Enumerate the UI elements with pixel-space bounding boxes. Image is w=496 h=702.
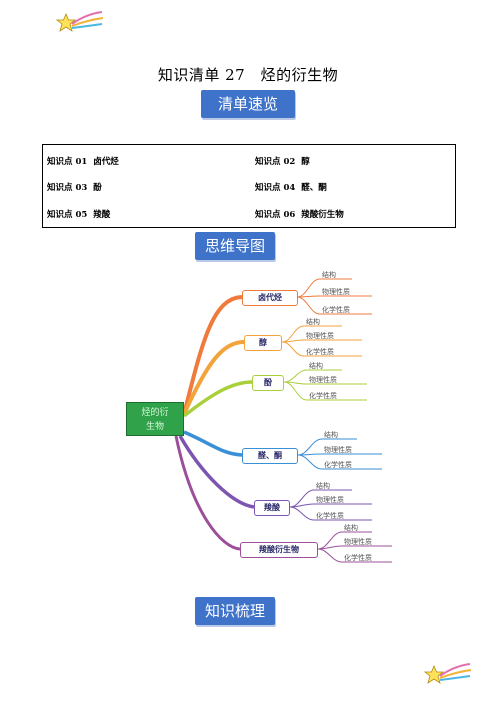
table-row: 知识点 06 羧酸衍生物 <box>255 208 344 220</box>
mindmap-leaf: 物理性质 <box>316 496 344 504</box>
kp-name: 羧酸衍生物 <box>301 210 344 220</box>
mindmap-branch: 醇 <box>244 335 282 351</box>
mindmap-leaf: 物理性质 <box>306 332 334 340</box>
table-row: 知识点 04 醛、酮 <box>255 181 327 193</box>
branch-label: 卤代烃 <box>258 293 282 302</box>
mindmap-branch: 卤代烃 <box>242 290 298 306</box>
branch-label: 醇 <box>259 338 267 347</box>
kp-name: 醇 <box>301 157 310 167</box>
page-title: 知识清单 27 烃的衍生物 <box>157 66 339 84</box>
shooting-star-icon <box>424 663 472 684</box>
mindmap-leaf: 化学性质 <box>344 554 372 562</box>
kp-label: 知识点 04 <box>255 183 296 193</box>
mindmap-leaf: 物理性质 <box>309 376 337 384</box>
kp-label: 知识点 06 <box>255 210 296 220</box>
mindmap-leaf: 结构 <box>322 271 336 279</box>
kp-label: 知识点 02 <box>255 157 296 167</box>
mindmap-leaf: 结构 <box>324 431 338 439</box>
table-row: 知识点 05 羧酸 <box>47 208 110 220</box>
mindmap-branch: 羧酸衍生物 <box>240 542 318 558</box>
mindmap-leaf: 结构 <box>316 482 330 490</box>
mindmap-leaf: 物理性质 <box>344 538 372 546</box>
mindmap-branch: 酚 <box>252 375 284 391</box>
mindmap-leaf: 化学性质 <box>316 512 344 520</box>
mindmap-leaf: 化学性质 <box>306 348 334 356</box>
kp-name: 卤代烃 <box>93 157 119 167</box>
table-row: 知识点 03 酚 <box>47 181 102 193</box>
table-row: 知识点 02 醇 <box>255 155 310 167</box>
mindmap-root-label: 烃的衍 生物 <box>141 408 169 432</box>
banner-mindmap: 思维导图 <box>195 232 275 260</box>
mindmap-leaf: 结构 <box>344 524 358 532</box>
mindmap-branch: 醛、酮 <box>242 448 298 464</box>
branch-label: 羧酸 <box>264 503 280 512</box>
mindmap-leaf: 物理性质 <box>324 446 352 454</box>
knowledge-point-table: 知识点 01 卤代烃 知识点 02 醇 知识点 03 酚 知识点 04 醛、酮 … <box>42 144 456 228</box>
branch-label: 羧酸衍生物 <box>259 545 299 554</box>
kp-label: 知识点 03 <box>47 183 88 193</box>
kp-label: 知识点 01 <box>47 157 88 167</box>
kp-name: 羧酸 <box>93 210 111 220</box>
kp-name: 醛、酮 <box>301 183 327 193</box>
branch-label: 酚 <box>264 378 272 387</box>
mindmap-branch: 羧酸 <box>254 500 290 516</box>
mindmap-leaf: 结构 <box>306 318 320 326</box>
mind-map: 烃的衍 生物 卤代烃 醇 酚 醛、酮 羧酸 羧酸衍生物 结构 物理性质 化学性质… <box>122 264 398 572</box>
mindmap-root: 烃的衍 生物 <box>126 402 184 436</box>
mindmap-leaf: 化学性质 <box>324 461 352 469</box>
mindmap-leaf: 结构 <box>309 362 323 370</box>
branch-label: 醛、酮 <box>258 451 282 460</box>
kp-name: 酚 <box>93 183 102 193</box>
mindmap-leaf: 化学性质 <box>309 392 337 400</box>
mindmap-leaf: 物理性质 <box>322 288 350 296</box>
banner-review: 知识梳理 <box>195 597 275 625</box>
table-row: 知识点 01 卤代烃 <box>47 155 119 167</box>
shooting-star-icon <box>56 11 104 32</box>
mind-map-connectors <box>174 278 392 563</box>
mindmap-leaf: 化学性质 <box>322 306 350 314</box>
kp-label: 知识点 05 <box>47 210 88 220</box>
banner-overview: 清单速览 <box>201 90 295 118</box>
